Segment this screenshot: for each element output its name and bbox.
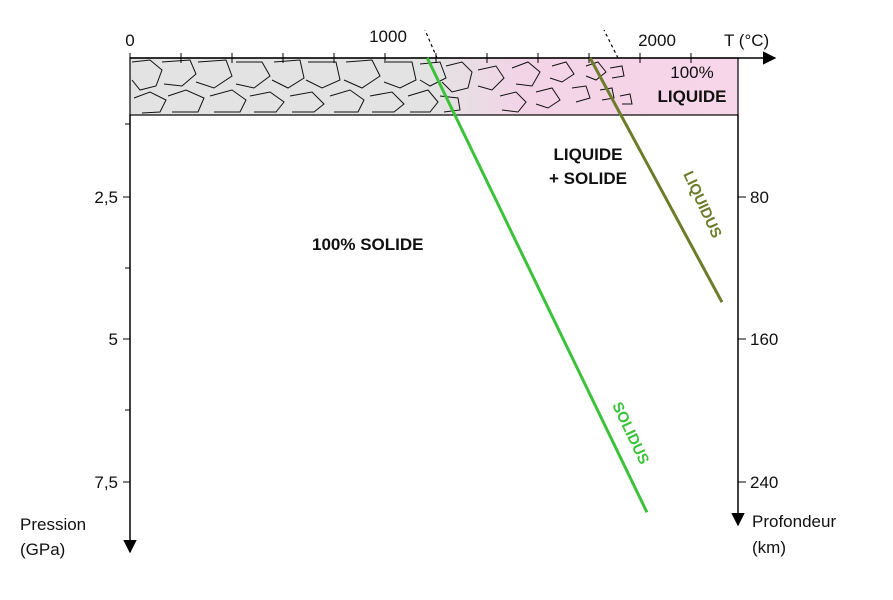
liquidus-extension [603, 29, 619, 59]
temp-tick-1000: 1000 [369, 27, 407, 46]
depth-tick-240: 240 [750, 473, 778, 492]
grain-texture [131, 59, 633, 114]
mix-region-label-line2: + SOLIDE [549, 169, 627, 188]
depth-axis-unit: (km) [752, 538, 786, 557]
pressure-axis-label: Pression [20, 515, 86, 534]
temperature-ticks [129, 53, 692, 63]
solid-region-label: 100% SOLIDE [312, 235, 424, 254]
solidus-curve [425, 57, 649, 514]
solidus-extension [424, 29, 438, 59]
temp-axis-label: T (°C) [724, 31, 769, 50]
pressure-tick-2-5: 2,5 [94, 188, 118, 207]
depth-ticks [738, 196, 746, 483]
temp-tick-0: 0 [125, 31, 134, 50]
mix-region-label-line1: LIQUIDE [554, 145, 623, 164]
depth-tick-80: 80 [750, 188, 769, 207]
pressure-axis-unit: (GPa) [20, 540, 65, 559]
liquid-region-label-line2: LIQUIDE [658, 87, 727, 106]
top-band [129, 57, 739, 116]
pressure-ticks [123, 123, 130, 483]
liquidus-curve [588, 57, 724, 303]
depth-axis-label: Profondeur [752, 512, 836, 531]
solidus-label: SOLIDUS [608, 399, 652, 467]
pressure-tick-5: 5 [109, 330, 118, 349]
depth-tick-160: 160 [750, 330, 778, 349]
liquidus-label: LIQUIDUS [679, 169, 724, 241]
temp-tick-2000: 2000 [638, 31, 676, 50]
pressure-tick-7-5: 7,5 [94, 473, 118, 492]
liquid-region-label-line1: 100% [670, 63, 713, 82]
